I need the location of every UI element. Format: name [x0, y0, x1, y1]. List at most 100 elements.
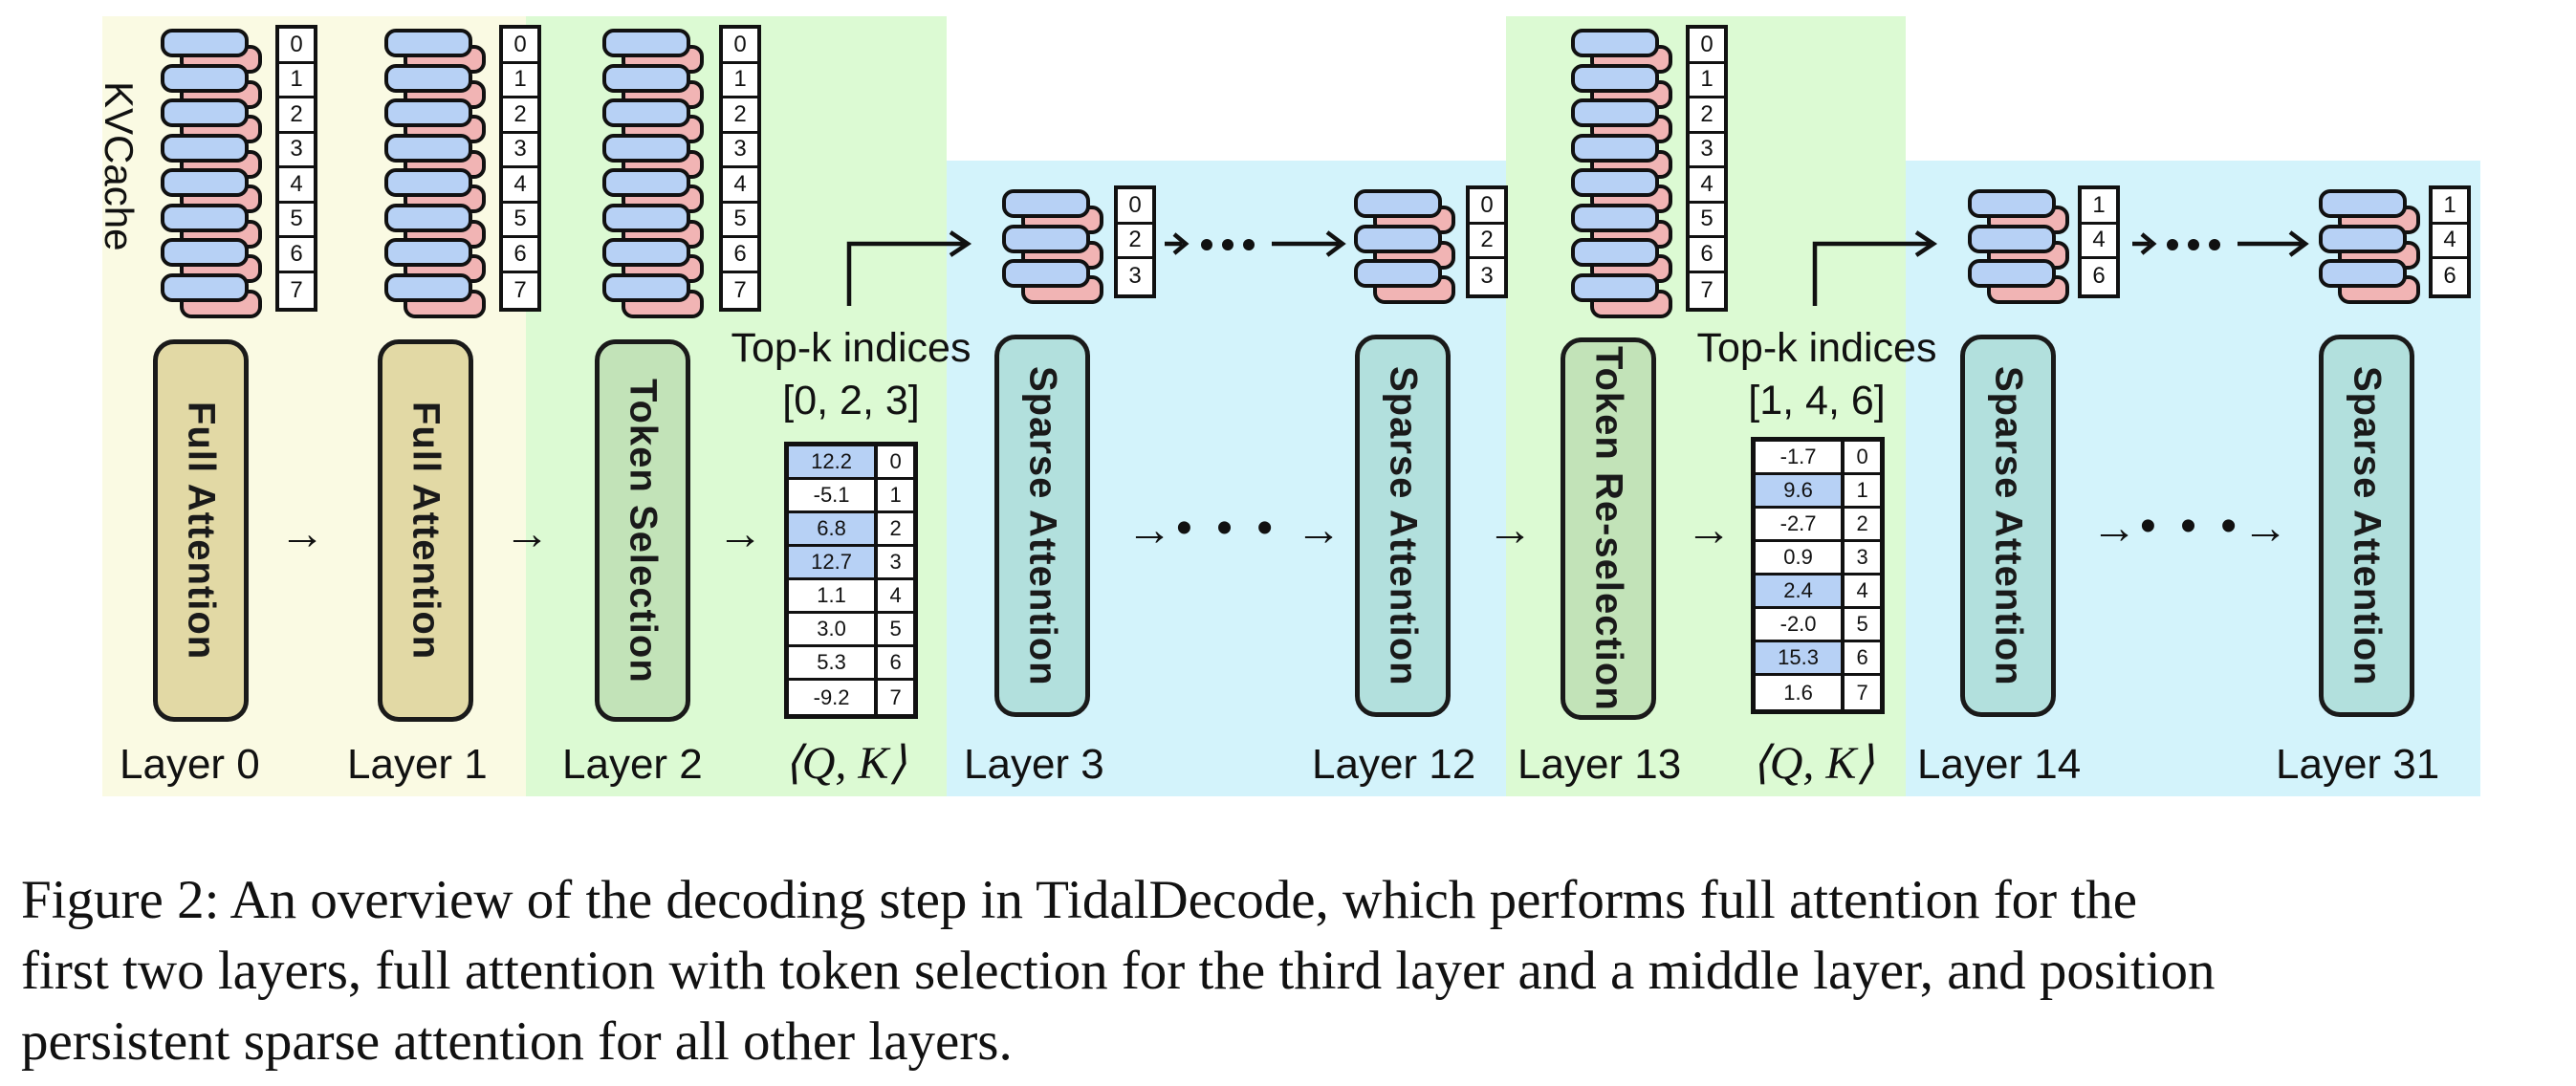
key-bar — [384, 238, 472, 267]
arrow-icon: → — [717, 509, 763, 559]
score-cell: -2.0 — [1756, 609, 1842, 642]
ellipsis-dot — [1243, 239, 1255, 250]
score-cell: 2.4 — [1756, 576, 1842, 609]
key-bar — [1571, 63, 1659, 93]
layer-label-31: Layer 31 — [2276, 741, 2440, 788]
layer-12-block: Sparse Attention — [1355, 335, 1451, 717]
kv-index-cell: 2 — [723, 98, 757, 134]
kv-arrow-4-head — [2288, 230, 2309, 257]
ellipsis-dot — [1222, 239, 1233, 250]
index-cell: 1 — [878, 480, 913, 513]
kv-index-cell: 4 — [1690, 168, 1724, 204]
key-bar — [1571, 98, 1659, 127]
kv-cache-stack — [384, 29, 490, 325]
layer-label-13: Layer 13 — [1517, 741, 1682, 788]
layer-2-block: Token Selection — [595, 339, 690, 722]
index-cell: 6 — [1845, 642, 1880, 676]
qk-label-1: ⟨Q, K⟩ — [784, 738, 907, 789]
kv-index-cell: 0 — [503, 29, 537, 64]
arrow-icon: → — [1126, 505, 1172, 555]
kv-cache-stack — [602, 29, 708, 325]
kv-index-cell: 6 — [279, 238, 314, 273]
index-cell: 2 — [878, 513, 913, 547]
key-bar — [1571, 168, 1659, 197]
key-bar — [2319, 224, 2407, 253]
kv-index-cell: 7 — [513, 276, 527, 303]
key-bar — [602, 63, 690, 93]
index-cell: 7 — [1856, 680, 1868, 705]
index-cell: 0 — [878, 446, 913, 480]
key-bar — [602, 238, 690, 267]
index-cell: 1 — [1845, 475, 1880, 509]
kv-index-cell: 7 — [733, 276, 747, 303]
index-cell: 6 — [878, 647, 913, 681]
kv-cache-stack — [1354, 189, 1459, 312]
kv-index-cell: 1 — [279, 64, 314, 98]
topk-arrow-2 — [1812, 241, 1932, 306]
layer-label-2: Layer 2 — [562, 741, 703, 788]
kv-index-cell: 0 — [1470, 189, 1504, 225]
index-cell: 3 — [878, 547, 913, 580]
score-cell: 9.6 — [1756, 475, 1842, 509]
key-bar — [1002, 189, 1090, 218]
score-cell: 12.2 — [789, 446, 875, 480]
kv-index-cell: 5 — [503, 204, 537, 238]
kv-index-cell: 1 — [503, 64, 537, 98]
kv-index-cell: 4 — [503, 168, 537, 204]
topk-arrow-1-head — [949, 230, 972, 257]
key-bar — [161, 63, 249, 93]
arrow-icon: → — [1686, 505, 1732, 555]
kv-cache-stack — [1571, 29, 1676, 325]
topk-value-2: [1, 4, 6] — [1748, 378, 1886, 424]
index-cell: 4 — [878, 580, 913, 614]
key-bar — [1968, 259, 2056, 288]
score-cell: 5.3 — [789, 647, 875, 681]
key-bar — [1002, 259, 1090, 288]
key-bar — [2319, 259, 2407, 288]
kv-index-cell: 4 — [2433, 225, 2467, 259]
kv-index-cell: 6 — [1690, 238, 1724, 273]
layer-3-block: Sparse Attention — [994, 335, 1090, 717]
qk-label-2: ⟨Q, K⟩ — [1752, 738, 1875, 789]
key-bar — [161, 29, 249, 57]
layer-31-block: Sparse Attention — [2319, 335, 2414, 717]
topk-value-1: [0, 2, 3] — [782, 378, 920, 424]
kv-index-cell: 3 — [723, 134, 757, 168]
kv-index-cell: 0 — [1690, 29, 1724, 64]
block-label: Token Re-selection — [1587, 346, 1630, 711]
key-bar — [2319, 189, 2407, 218]
kv-index-cell: 2 — [279, 98, 314, 134]
score-cell: -5.1 — [789, 480, 875, 513]
caption-line-3: persistent sparse attention for all othe… — [21, 1011, 1013, 1072]
score-cell: -1.7 — [1756, 442, 1842, 475]
kv-index-cell: 6 — [503, 238, 537, 273]
kv-index-cell: 1 — [2082, 189, 2116, 225]
ellipsis-icon: • • • — [2140, 501, 2243, 552]
ellipsis-dot — [1201, 239, 1212, 250]
score-cell: 12.7 — [789, 547, 875, 580]
ellipsis-icon: • • • — [1176, 503, 1279, 554]
key-bar — [1354, 189, 1442, 218]
topk-title-1: Top-k indices — [731, 325, 971, 371]
key-bar — [384, 98, 472, 127]
arrow-icon: → — [279, 509, 325, 559]
kv-cache-stack — [1002, 189, 1107, 312]
key-bar — [1571, 203, 1659, 232]
block-label: Sparse Attention — [1382, 365, 1425, 686]
block-label: Full Attention — [180, 401, 223, 661]
kv-index-cell: 6 — [2092, 263, 2106, 290]
key-bar — [384, 133, 472, 163]
key-bar — [602, 272, 690, 302]
key-bar — [1571, 272, 1659, 302]
kv-index-cell: 2 — [1690, 98, 1724, 134]
